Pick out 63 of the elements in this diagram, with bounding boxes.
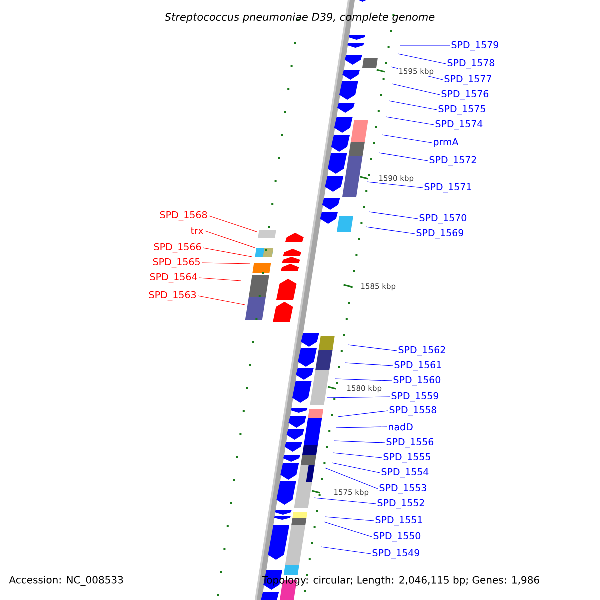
gene-label: SPD_1577 — [444, 75, 492, 85]
gene-label: SPD_1558 — [390, 406, 437, 416]
leader-line — [324, 522, 372, 538]
gene-label: SPD_1556 — [386, 438, 434, 448]
gene-label: SPD_1568 — [160, 211, 208, 221]
gene-label: SPD_1572 — [430, 156, 476, 166]
leader-line — [334, 440, 386, 444]
gene-label: SPD_1551 — [376, 516, 422, 526]
gene-label: SPD_1576 — [442, 90, 489, 100]
gene-label: SPD_1564 — [150, 273, 198, 283]
gene-label: SPD_1566 — [154, 243, 202, 253]
leader-line — [348, 344, 398, 352]
leader-line — [382, 134, 432, 144]
leader-line — [336, 426, 388, 428]
gene-label: SPD_1555 — [384, 453, 430, 463]
gene-label: SPD_1561 — [394, 361, 442, 371]
gene-label: SPD_1562 — [398, 346, 446, 356]
info-text: Topology: circular; Length: 2,046,115 bp; Genes: 1,986 — [262, 576, 540, 586]
leader-line — [378, 152, 428, 162]
gene-label: SPD_1554 — [382, 468, 429, 478]
leader-line — [366, 226, 416, 234]
gene-label: SPD_1559 — [392, 392, 439, 402]
leader-line — [202, 262, 250, 264]
leader-line — [320, 546, 372, 554]
gene-label: SPD_1552 — [378, 499, 424, 509]
leader-line — [326, 396, 390, 398]
gene-label: SPD_1574 — [436, 120, 483, 130]
gene-label: SPD_1569 — [416, 229, 464, 239]
leader-line — [386, 116, 434, 126]
leader-line — [392, 84, 440, 96]
gene-label: SPD_1550 — [374, 532, 421, 542]
title: Streptococcus pneumoniae D39, complete genome — [164, 12, 435, 24]
leader-line — [332, 462, 380, 474]
leader-line — [202, 248, 252, 258]
gene-label: SPD_1563 — [149, 291, 196, 301]
gene-label: SPD_1560 — [394, 376, 441, 386]
leader-line — [368, 212, 418, 220]
leader-line — [198, 278, 242, 282]
gene-label: trx — [191, 228, 204, 234]
leader-line — [332, 452, 382, 458]
leader-line — [398, 54, 446, 64]
gene-label: SPD_1565 — [153, 258, 200, 268]
gene-label: SPD_1571 — [424, 183, 472, 193]
leader-line — [366, 182, 424, 188]
gene-label: SPD_1570 — [420, 214, 467, 224]
leader-line — [324, 516, 374, 522]
leader-line — [324, 468, 378, 490]
gene-label: nadD — [389, 423, 413, 431]
gene-label: SPD_1578 — [448, 59, 495, 69]
gene-label: prmA — [434, 138, 459, 148]
gene-label: SPD_1575 — [438, 105, 486, 115]
info-text: Accession: NC_008533 — [9, 576, 124, 586]
leader-line — [198, 296, 246, 306]
gene-label: SPD_1549 — [372, 549, 420, 559]
leader-line — [208, 216, 258, 232]
leader-line — [334, 378, 392, 382]
leader-line — [344, 362, 394, 366]
gene-label: SPD_1579 — [452, 41, 499, 51]
leader-line — [338, 410, 388, 418]
leader-line — [314, 498, 376, 504]
gene-label: SPD_1553 — [380, 484, 426, 494]
leader-line — [204, 230, 256, 248]
leader-line — [388, 100, 438, 110]
